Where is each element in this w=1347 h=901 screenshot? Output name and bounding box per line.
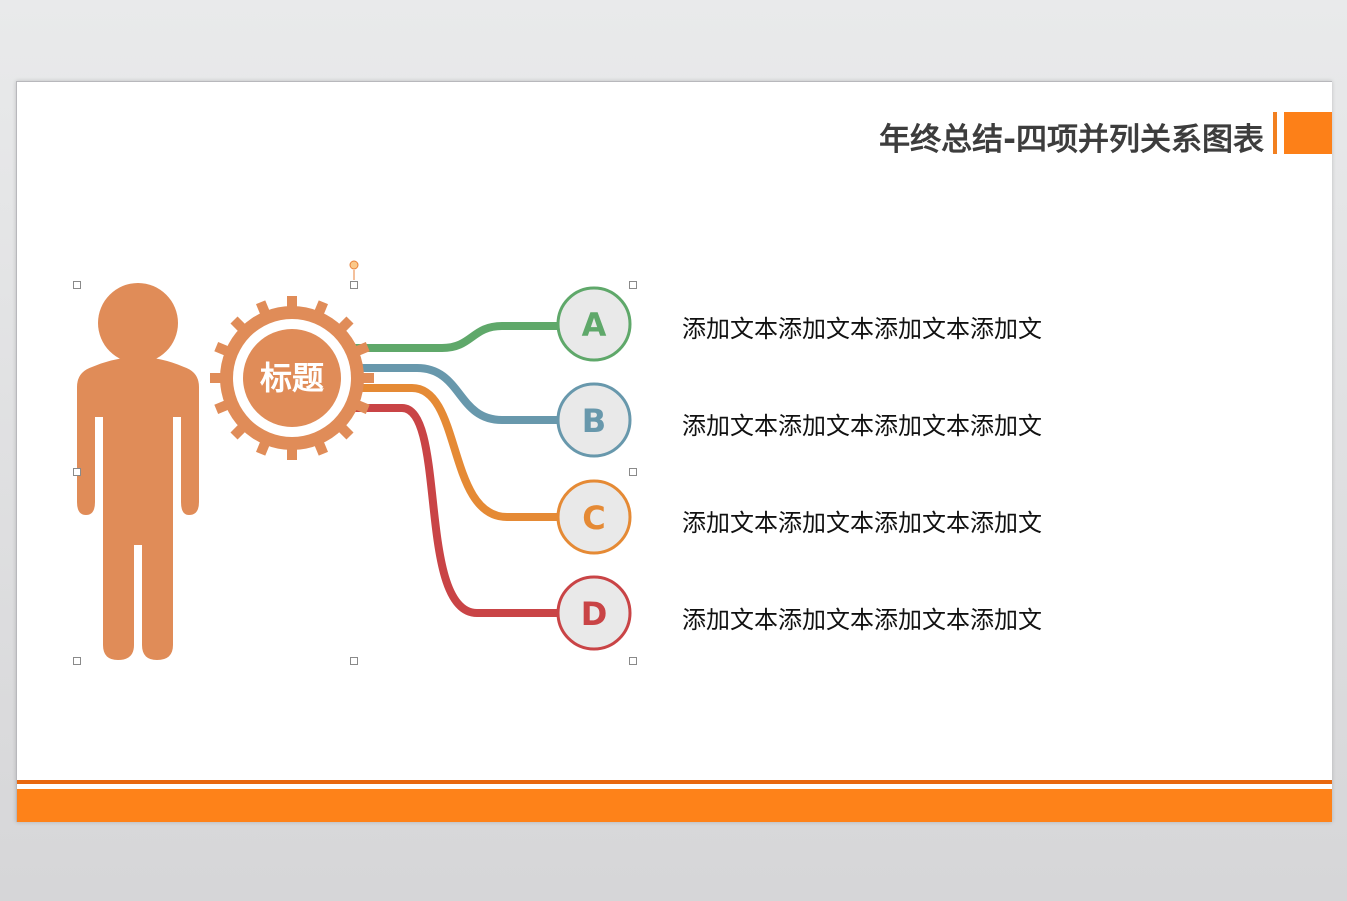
relationship-diagram[interactable]: 标题 A B C D [17,82,1332,822]
selection-handle-tc[interactable] [350,281,358,289]
center-label: 标题 [260,359,324,397]
svg-text:A: A [582,306,607,344]
item-text-c[interactable]: 添加文本添加文本添加文本添加文 [682,509,1042,537]
item-circle-d[interactable]: D [556,575,632,651]
item-circle-b[interactable]: B [556,382,632,458]
title-accent-block [1284,112,1332,154]
selection-handle-mr[interactable] [629,468,637,476]
selection-handle-bl[interactable] [73,657,81,665]
footer-accent-line [17,780,1332,784]
slide-canvas[interactable]: 年终总结-四项并列关系图表 [16,81,1332,822]
rotation-handle[interactable] [349,260,359,280]
gear-icon: 标题 [210,296,374,460]
selection-handle-bc[interactable] [350,657,358,665]
item-text-b[interactable]: 添加文本添加文本添加文本添加文 [682,412,1042,440]
selection-handle-tl[interactable] [73,281,81,289]
selection-handle-ml[interactable] [73,468,81,476]
title-accent-line [1273,112,1277,154]
item-text-d[interactable]: 添加文本添加文本添加文本添加文 [682,606,1042,634]
item-circle-a[interactable]: A [556,286,632,362]
slide-title[interactable]: 年终总结-四项并列关系图表 [879,122,1264,158]
person-icon [77,283,199,660]
svg-text:B: B [582,402,606,440]
svg-text:D: D [581,595,608,633]
svg-text:C: C [582,499,605,537]
item-text-a[interactable]: 添加文本添加文本添加文本添加文 [682,315,1042,343]
connector-lines [352,322,562,617]
selection-handle-tr[interactable] [629,281,637,289]
footer-accent-band [17,789,1332,822]
selection-handle-br[interactable] [629,657,637,665]
item-circle-c[interactable]: C [556,479,632,555]
